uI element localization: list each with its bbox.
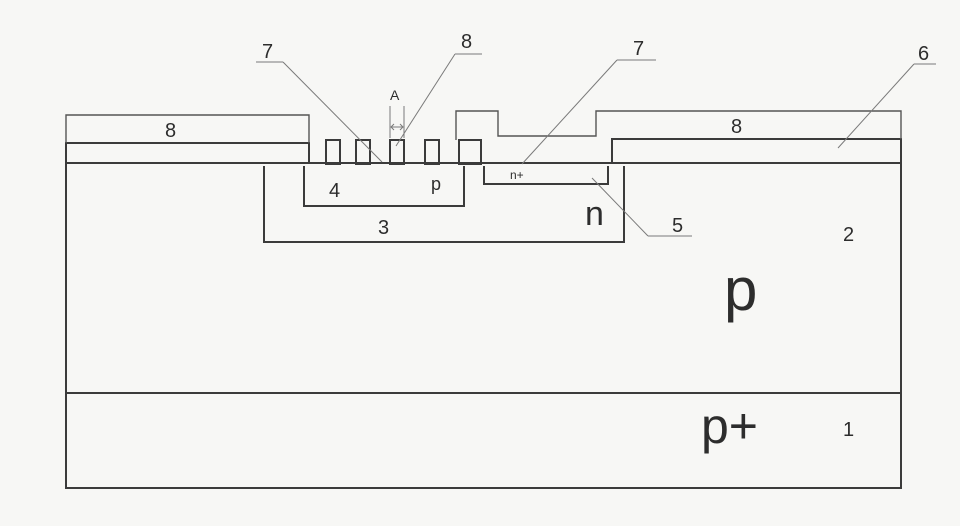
insulator-layer-6-left: [65, 142, 310, 163]
label-2: 2: [843, 224, 854, 246]
label-p-small: p: [431, 174, 441, 194]
leader-7-left-slant: [282, 61, 383, 163]
dimension-a-arrowhead-left: [390, 123, 395, 131]
label-7-right: 7: [633, 38, 644, 60]
n-plus-region-5: [483, 166, 609, 185]
label-p-big: p: [724, 256, 757, 323]
label-7-left: 7: [262, 41, 273, 63]
label-3: 3: [378, 217, 389, 239]
label-n-big: n: [585, 195, 604, 233]
metal-layer-8-left: [65, 114, 310, 143]
p-body-4: [303, 166, 465, 207]
electrode-post-5: [458, 139, 482, 165]
label-8-left: 8: [165, 120, 176, 142]
electrode-post-1: [325, 139, 341, 165]
label-p-plus: p+: [701, 398, 758, 454]
insulator-layer-6-right: [611, 138, 902, 163]
p-plus-region-1: [65, 392, 902, 489]
label-8-top: 8: [461, 31, 472, 53]
electrode-post-3: [389, 139, 405, 165]
label-6: 6: [918, 43, 929, 65]
label-8-right: 8: [731, 116, 742, 138]
metal-layer-8-right: [455, 110, 902, 140]
label-a: A: [390, 87, 400, 103]
n-well-3: [263, 166, 625, 243]
label-n-plus: n+: [510, 168, 524, 182]
leader-7-right-slant: [521, 59, 618, 165]
dimension-a-arrowhead-right: [399, 123, 404, 131]
leader-6-slant: [837, 63, 915, 149]
p-region-2: [65, 162, 902, 394]
label-4: 4: [329, 180, 340, 202]
electrode-post-2: [355, 139, 371, 165]
electrode-post-4: [424, 139, 440, 165]
label-5: 5: [672, 215, 683, 237]
leader-8-top-slant: [395, 53, 456, 147]
leader-5: [591, 177, 649, 237]
label-1: 1: [843, 419, 854, 441]
